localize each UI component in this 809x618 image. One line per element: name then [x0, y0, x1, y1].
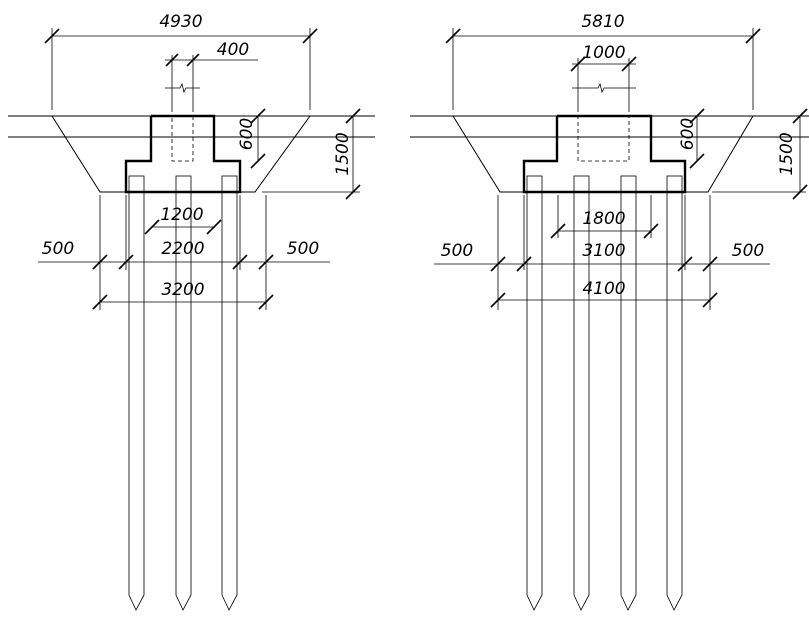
right-offset-tick-1 [490, 256, 506, 272]
left-pile-2 [175, 192, 192, 611]
right-pile-3 [620, 192, 637, 611]
right-depth-label: 1500 [777, 132, 797, 175]
left-pile-spacing-tick-l [144, 219, 160, 235]
right-top-width-label: 5810 [581, 12, 624, 32]
left-pile-head-3 [221, 175, 238, 193]
right-cap-height-tick-b [689, 153, 705, 169]
left-column-width-tick-r [186, 53, 200, 67]
left-top-width-tick-r [302, 28, 318, 44]
right-column-dashed [577, 115, 630, 162]
right-pile-head-1 [526, 175, 543, 193]
left-outer-pile-spacing-label: 2200 [161, 239, 204, 259]
right-excavation-pit [452, 115, 754, 193]
right-foundation: 5810 1000 600 1500 1800 [410, 12, 809, 611]
left-right-offset-label: 500 [287, 239, 319, 259]
left-pile-head-1 [128, 175, 145, 193]
right-cap-height-tick-t [689, 108, 705, 124]
right-pile-spacing-label: 1800 [582, 209, 625, 229]
left-depth-tick-t [345, 108, 361, 124]
right-pile-head-4 [666, 175, 683, 193]
left-depth-label: 1500 [333, 132, 353, 175]
right-cap-height-label: 600 [678, 118, 698, 150]
right-pile-spacing-tick-l [550, 223, 566, 239]
left-left-offset-label: 500 [42, 239, 74, 259]
right-pile-head-3 [620, 175, 637, 193]
left-pile-spacing-tick-r [206, 219, 222, 235]
left-cap-height-label: 600 [237, 118, 257, 150]
right-outer-pile-spacing-label: 3100 [582, 241, 625, 261]
right-pile-2 [573, 192, 590, 611]
left-cap-height-tick-t [250, 108, 266, 124]
right-pile-cap [522, 114, 687, 194]
right-depth-tick-t [792, 108, 808, 124]
left-column-dashed [171, 115, 194, 162]
left-base-width-label: 3200 [161, 280, 204, 300]
left-top-width-tick-l [44, 28, 60, 44]
right-right-offset-label: 500 [732, 241, 764, 261]
left-pile-spacing-label: 1200 [160, 205, 203, 225]
right-base-width-label: 4100 [582, 279, 625, 299]
right-left-offset-label: 500 [441, 241, 473, 261]
right-pile-spacing-tick-r [643, 223, 659, 239]
left-column-width-label: 400 [217, 40, 249, 60]
right-offset-tick-4 [702, 256, 718, 272]
left-column-break [165, 82, 200, 94]
right-top-width-tick-l [445, 28, 461, 44]
left-offset-tick-4 [258, 254, 274, 270]
right-column-break [572, 82, 636, 94]
left-cap-height-tick-b [250, 153, 266, 169]
left-pile-head-2 [175, 175, 192, 193]
right-depth-tick-b [792, 184, 808, 200]
left-base-width-tick-l [92, 294, 108, 310]
right-offset-tick-2 [516, 256, 532, 272]
left-offset-tick-2 [118, 254, 134, 270]
right-offset-tick-3 [677, 256, 693, 272]
right-column-width-tick-r [621, 56, 637, 72]
left-offset-tick-1 [92, 254, 108, 270]
right-pile-1 [526, 192, 543, 611]
right-column-width-label: 1000 [582, 43, 625, 63]
left-excavation-pit [51, 115, 311, 193]
left-foundation: 4930 400 600 1500 1200 5 [8, 12, 375, 611]
left-pile-cap [124, 114, 242, 194]
right-pile-head-2 [573, 175, 590, 193]
left-top-width-label: 4930 [159, 12, 202, 32]
left-column-width-tick-l [165, 53, 179, 67]
right-top-width-tick-r [745, 28, 761, 44]
right-pile-4 [666, 192, 683, 611]
right-base-width-tick-l [490, 292, 506, 308]
right-base-width-tick-r [702, 292, 718, 308]
left-pile-1 [128, 192, 145, 611]
right-column-width-tick-l [570, 56, 586, 72]
left-depth-tick-b [345, 184, 361, 200]
left-base-width-tick-r [258, 294, 274, 310]
left-pile-3 [221, 192, 238, 611]
left-offset-tick-3 [232, 254, 248, 270]
